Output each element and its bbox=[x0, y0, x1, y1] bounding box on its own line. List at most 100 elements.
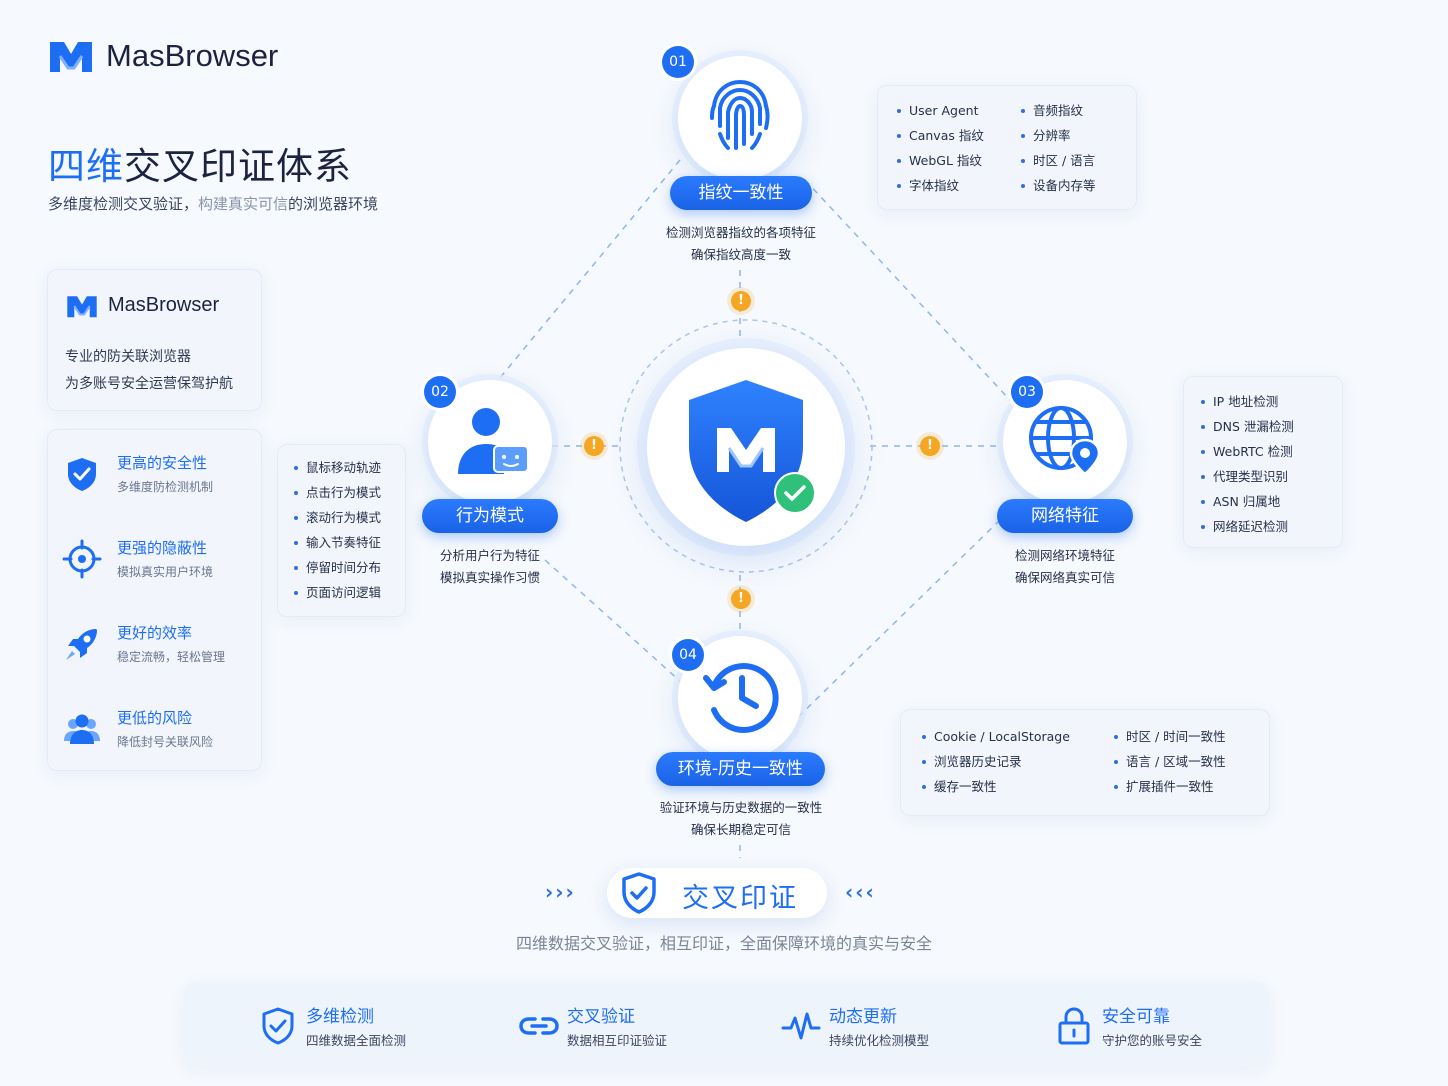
list-item: 网络延迟检测 bbox=[1201, 514, 1294, 539]
bottom-feature-title: 动态更新 bbox=[829, 1007, 897, 1027]
brand-card-name: MasBrowser bbox=[108, 294, 220, 316]
user-screen-icon bbox=[458, 408, 529, 474]
list-item: 点击行为模式 bbox=[294, 480, 381, 505]
list-item: 扩展插件一致性 bbox=[1114, 774, 1226, 799]
list-item: 时区 / 语言 bbox=[1021, 148, 1096, 173]
bottom-feature: 安全可靠 守护您的账号安全 bbox=[1054, 1000, 1274, 1050]
brand-card-line1: 专业的防关联浏览器 bbox=[65, 349, 191, 365]
step-number: 03 bbox=[1011, 376, 1043, 408]
feature-desc: 降低封号关联风险 bbox=[117, 735, 214, 749]
cross-verify-badge: 交叉印证 bbox=[607, 868, 827, 918]
globe-pin-icon bbox=[1029, 406, 1101, 476]
page-subtitle: 多维度检测交叉验证，构建真实可信的浏览器环境 bbox=[48, 195, 379, 213]
fingerprint-node bbox=[678, 56, 802, 180]
list-item: User Agent bbox=[897, 98, 984, 123]
shield-check-icon bbox=[622, 872, 656, 914]
cross-verify-label: 交叉印证 bbox=[682, 883, 798, 914]
brand-name: MasBrowser bbox=[106, 38, 279, 73]
bottom-feature-title: 安全可靠 bbox=[1102, 1007, 1170, 1027]
feature-item: 更低的风险 降低封号关联风险 bbox=[62, 701, 252, 761]
list-item: 滚动行为模式 bbox=[294, 505, 381, 530]
feature-item: 更高的安全性 多维度防检测机制 bbox=[62, 446, 252, 506]
bottom-feature-title: 交叉验证 bbox=[567, 1007, 635, 1027]
warning-icon: ! bbox=[584, 436, 604, 456]
list-item: 语言 / 区域一致性 bbox=[1114, 749, 1226, 774]
fingerprint-desc: 检测浏览器指纹的各项特征确保指纹高度一致 bbox=[665, 225, 816, 262]
lock-icon bbox=[1058, 1007, 1090, 1045]
list-item: Cookie / LocalStorage bbox=[922, 724, 1070, 749]
logo-icon bbox=[67, 296, 97, 318]
page-title: 四维交叉印证体系 bbox=[48, 145, 352, 188]
shield-check-icon bbox=[68, 458, 96, 491]
feature-item: 更强的隐蔽性 模拟真实用户环境 bbox=[62, 531, 252, 591]
list-item: 浏览器历史记录 bbox=[922, 749, 1070, 774]
bottom-feature-desc: 四维数据全面检测 bbox=[306, 1033, 407, 1048]
feature-title: 更高的安全性 bbox=[117, 454, 208, 472]
history-desc: 验证环境与历史数据的一致性确保长期稳定可信 bbox=[659, 800, 823, 837]
history-label: 环境-历史一致性 bbox=[656, 752, 825, 786]
list-item: 时区 / 时间一致性 bbox=[1114, 724, 1226, 749]
bottom-features-bar: 多维检测 四维数据全面检测 交叉验证 数据相互印证验证 动态更新 持续优化检测模… bbox=[184, 982, 1269, 1067]
list-item: 输入节奏特征 bbox=[294, 530, 381, 555]
fingerprint-icon bbox=[710, 79, 770, 150]
behavior-desc: 分析用户行为特征模拟真实操作习惯 bbox=[439, 548, 540, 585]
warning-icon: ! bbox=[731, 589, 751, 609]
history-items-card: Cookie / LocalStorage 浏览器历史记录 缓存一致性 时区 /… bbox=[900, 709, 1270, 816]
list-item: 字体指纹 bbox=[897, 173, 984, 198]
list-item: DNS 泄漏检测 bbox=[1201, 414, 1294, 439]
bottom-feature-title: 多维检测 bbox=[306, 1007, 374, 1027]
list-item: Canvas 指纹 bbox=[897, 123, 984, 148]
brand-card: MasBrowser 专业的防关联浏览器 为多账号安全运营保驾护航 bbox=[47, 269, 262, 411]
history-node bbox=[678, 636, 802, 760]
list-item: 音频指纹 bbox=[1021, 98, 1096, 123]
warning-icon: ! bbox=[731, 291, 751, 311]
arrows-left-icon: ‹‹‹ bbox=[845, 880, 876, 904]
bottom-feature-desc: 持续优化检测模型 bbox=[829, 1033, 930, 1048]
behavior-node bbox=[428, 380, 552, 504]
step-number: 04 bbox=[672, 639, 704, 671]
cross-verify-desc: 四维数据交叉验证，相互印证，全面保障环境的真实与安全 bbox=[515, 934, 932, 953]
shield-check-icon bbox=[262, 1007, 294, 1045]
shield-logo-icon bbox=[689, 380, 803, 522]
users-icon bbox=[64, 714, 100, 744]
network-desc: 检测网络环境特征确保网络真实可信 bbox=[1014, 548, 1115, 585]
arrows-right-icon: ››› bbox=[545, 880, 576, 904]
list-item: WebGL 指纹 bbox=[897, 148, 984, 173]
fingerprint-items-card: User Agent Canvas 指纹 WebGL 指纹 字体指纹 音频指纹 … bbox=[877, 85, 1137, 210]
list-item: 设备内存等 bbox=[1021, 173, 1096, 198]
logo-icon bbox=[50, 42, 92, 72]
feature-item: 更好的效率 稳定流畅，轻松管理 bbox=[62, 616, 252, 676]
list-item: 停留时间分布 bbox=[294, 555, 381, 580]
fingerprint-label: 指纹一致性 bbox=[670, 176, 812, 210]
network-label: 网络特征 bbox=[997, 499, 1133, 533]
features-card: 更高的安全性 多维度防检测机制 更强的隐蔽性 模拟真实用户环境 更好的效率 稳定… bbox=[47, 429, 262, 771]
list-item: 代理类型识别 bbox=[1201, 464, 1294, 489]
bottom-feature: 交叉验证 数据相互印证验证 bbox=[519, 1000, 739, 1050]
feature-desc: 多维度防检测机制 bbox=[117, 480, 214, 494]
list-item: 缓存一致性 bbox=[922, 774, 1070, 799]
bottom-feature: 动态更新 持续优化检测模型 bbox=[781, 1000, 1001, 1050]
brand-card-line2: 为多账号安全运营保驾护航 bbox=[65, 376, 233, 392]
step-number: 01 bbox=[662, 46, 694, 78]
list-item: 页面访问逻辑 bbox=[294, 580, 381, 605]
feature-desc: 稳定流畅，轻松管理 bbox=[117, 650, 226, 664]
list-item: 鼠标移动轨迹 bbox=[294, 455, 381, 480]
check-circle-icon bbox=[774, 472, 816, 514]
feature-title: 更好的效率 bbox=[117, 624, 193, 642]
list-item: WebRTC 检测 bbox=[1201, 439, 1294, 464]
center-badge bbox=[647, 348, 845, 546]
list-item: IP 地址检测 bbox=[1201, 389, 1294, 414]
bottom-feature: 多维检测 四维数据全面检测 bbox=[258, 1000, 478, 1050]
behavior-items-card: 鼠标移动轨迹 点击行为模式 滚动行为模式 输入节奏特征 停留时间分布 页面访问逻… bbox=[277, 444, 406, 617]
bottom-feature-desc: 守护您的账号安全 bbox=[1102, 1033, 1203, 1048]
feature-title: 更低的风险 bbox=[117, 709, 193, 727]
history-clock-icon bbox=[703, 663, 779, 733]
feature-desc: 模拟真实用户环境 bbox=[117, 565, 214, 579]
list-item: 分辨率 bbox=[1021, 123, 1096, 148]
behavior-label: 行为模式 bbox=[422, 499, 558, 533]
link-icon bbox=[519, 1017, 559, 1035]
warning-icon: ! bbox=[920, 436, 940, 456]
rocket-icon bbox=[66, 629, 97, 660]
bottom-feature-desc: 数据相互印证验证 bbox=[567, 1033, 668, 1048]
pulse-icon bbox=[781, 1012, 821, 1040]
